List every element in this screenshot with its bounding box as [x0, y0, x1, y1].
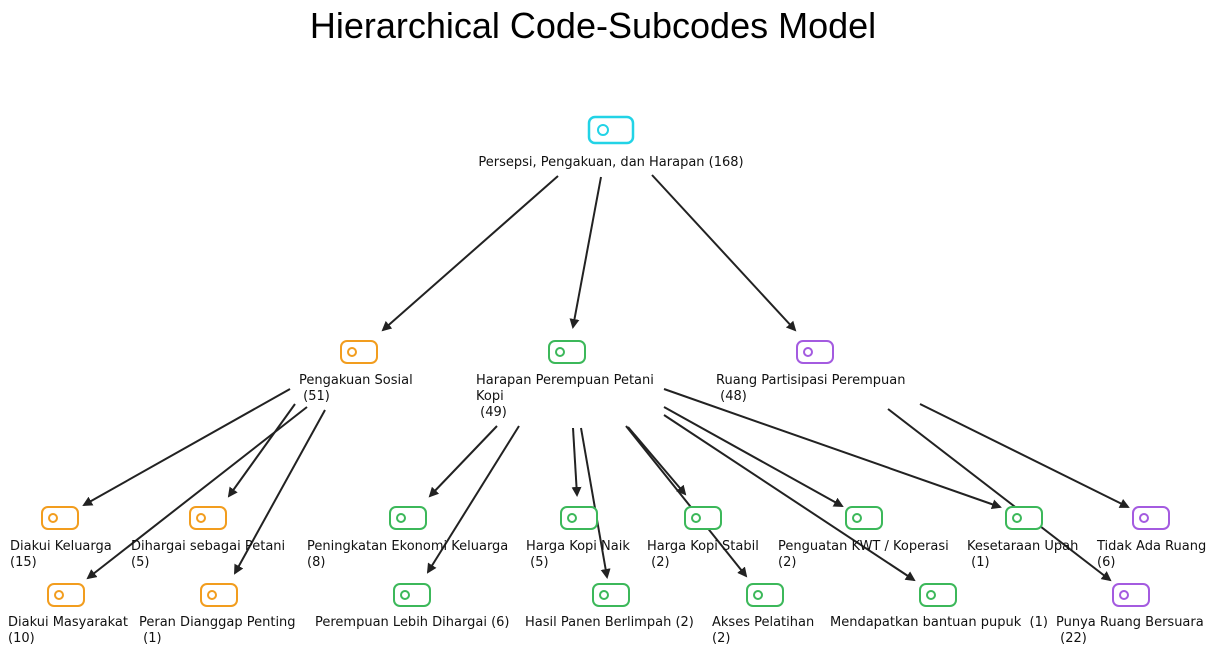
node-label-line: Perempuan Lebih Dihargai (6) — [315, 615, 510, 630]
edge-harapan-to-akses-pelatihan — [625, 425, 748, 578]
edge-harapan-to-harga-stabil — [627, 426, 687, 496]
node-label-line: (8) — [307, 555, 325, 570]
node-tidak-ada-ruang[interactable]: Tidak Ada Ruang(6) — [1096, 506, 1206, 570]
node-hasil-panen[interactable]: Hasil Panen Berlimpah (2) — [525, 583, 694, 630]
node-diakui-keluarga[interactable]: Diakui Keluarga(15) — [10, 506, 112, 570]
edges-layer — [82, 174, 1130, 582]
edge-root-to-harapan — [569, 176, 602, 329]
code-icon — [919, 583, 957, 607]
node-label-line: (48) — [716, 389, 747, 404]
code-icon — [1112, 583, 1150, 607]
node-label-line: Persepsi, Pengakuan, dan Harapan (168) — [478, 155, 743, 170]
node-label-line: (6) — [1097, 555, 1115, 570]
edge-harapan-to-kesetaraan-upah — [663, 388, 1002, 510]
node-label-line: (10) — [8, 631, 35, 646]
node-harga-stabil[interactable]: Harga Kopi Stabil (2) — [647, 506, 759, 570]
code-icon — [592, 583, 630, 607]
node-label-line: (5) — [526, 555, 549, 570]
code-icon — [1005, 506, 1043, 530]
edge-ruang-to-punya-ruang — [887, 408, 1112, 582]
edge-harapan-to-peningkatan — [428, 425, 498, 498]
node-label-line: (1) — [967, 555, 990, 570]
node-label-line: (2) — [712, 631, 730, 646]
node-label-line: Kesetaraan Upah — [967, 539, 1078, 554]
node-label-line: Kopi — [476, 389, 504, 404]
node-label-line: Punya Ruang Bersuara — [1056, 615, 1204, 630]
code-icon — [389, 506, 427, 530]
node-perempuan-dihargai[interactable]: Perempuan Lebih Dihargai (6) — [315, 583, 510, 630]
code-icon — [587, 115, 635, 145]
code-icon — [845, 506, 883, 530]
edge-harapan-to-perempuan-dihargai — [426, 425, 520, 574]
edge-harapan-to-penguatan-kwt — [663, 406, 844, 507]
node-pengakuan-sosial[interactable]: Pengakuan Sosial (51) — [299, 340, 413, 404]
node-label-line: Harapan Perempuan Petani — [476, 373, 654, 388]
node-mendapatkan-pupuk[interactable]: Mendapatkan bantuan pupuk (1) — [830, 583, 1048, 630]
code-icon — [189, 506, 227, 530]
node-diakui-masyarakat[interactable]: Diakui Masyarakat(10) — [8, 583, 128, 646]
node-label-line: (2) — [778, 555, 796, 570]
code-icon — [47, 583, 85, 607]
node-label-line: Penguatan KWT / Koperasi — [778, 539, 949, 554]
node-root[interactable]: Persepsi, Pengakuan, dan Harapan (168) — [478, 115, 744, 170]
edge-root-to-ruang — [651, 174, 797, 332]
code-icon — [560, 506, 598, 530]
node-label-line: (1) — [139, 631, 162, 646]
node-label-line: Pengakuan Sosial — [299, 373, 413, 388]
edge-pengakuan-to-peran-dianggap — [234, 409, 326, 575]
node-label-line: Harga Kopi Naik — [526, 539, 630, 554]
edge-pengakuan-to-dihargai-petani — [227, 403, 296, 498]
node-peningkatan-ekonomi[interactable]: Peningkatan Ekonomi Keluarga(8) — [307, 506, 508, 570]
code-icon — [796, 340, 834, 364]
node-label-line: Harga Kopi Stabil — [647, 539, 759, 554]
node-label-line: Akses Pelatihan — [712, 615, 814, 630]
edge-pengakuan-to-diakui-keluarga — [82, 388, 291, 506]
node-dihargai-petani[interactable]: Dihargai sebagai Petani(5) — [131, 506, 285, 570]
node-label-line: (5) — [131, 555, 149, 570]
node-label-line: (15) — [10, 555, 37, 570]
node-label-line: Peran Dianggap Penting — [139, 615, 296, 630]
node-label-line: (49) — [476, 405, 507, 420]
node-ruang-partisipasi[interactable]: Ruang Partisipasi Perempuan (48) — [716, 340, 905, 404]
code-icon — [393, 583, 431, 607]
node-label-line: Tidak Ada Ruang — [1096, 539, 1206, 554]
edge-harapan-to-hasil-panen — [580, 427, 611, 579]
node-punya-ruang[interactable]: Punya Ruang Bersuara (22) — [1056, 583, 1204, 646]
node-peran-dianggap[interactable]: Peran Dianggap Penting (1) — [139, 583, 296, 646]
node-label-line: (22) — [1056, 631, 1087, 646]
node-label-line: Peningkatan Ekonomi Keluarga — [307, 539, 508, 554]
code-icon — [746, 583, 784, 607]
code-icon — [340, 340, 378, 364]
node-kesetaraan-upah[interactable]: Kesetaraan Upah (1) — [967, 506, 1078, 570]
edge-ruang-to-tidak-ada-ruang — [919, 403, 1130, 508]
node-akses-pelatihan[interactable]: Akses Pelatihan(2) — [712, 583, 814, 646]
edge-root-to-pengakuan — [381, 175, 559, 332]
node-label-line: Diakui Masyarakat — [8, 615, 128, 630]
code-icon — [548, 340, 586, 364]
diagram-title: Hierarchical Code-Subcodes Model — [310, 5, 876, 46]
node-label-line: Mendapatkan bantuan pupuk (1) — [830, 615, 1048, 630]
edge-pengakuan-to-diakui-masyarakat — [86, 406, 308, 580]
node-label-line: Dihargai sebagai Petani — [131, 539, 285, 554]
code-icon — [1132, 506, 1170, 530]
edge-harapan-to-mendapatkan-pupuk — [663, 414, 916, 582]
node-penguatan-kwt[interactable]: Penguatan KWT / Koperasi(2) — [778, 506, 949, 570]
node-label-line: Ruang Partisipasi Perempuan — [716, 373, 905, 388]
code-icon — [684, 506, 722, 530]
node-harga-naik[interactable]: Harga Kopi Naik (5) — [526, 506, 630, 570]
nodes-layer: Persepsi, Pengakuan, dan Harapan (168) Pe… — [8, 115, 1206, 646]
node-label-line: (2) — [647, 555, 670, 570]
node-label-line: Hasil Panen Berlimpah (2) — [525, 615, 694, 630]
node-label-line: Diakui Keluarga — [10, 539, 112, 554]
node-label-line: (51) — [299, 389, 330, 404]
code-icon — [200, 583, 238, 607]
edge-harapan-to-harga-naik — [571, 427, 582, 497]
code-icon — [41, 506, 79, 530]
